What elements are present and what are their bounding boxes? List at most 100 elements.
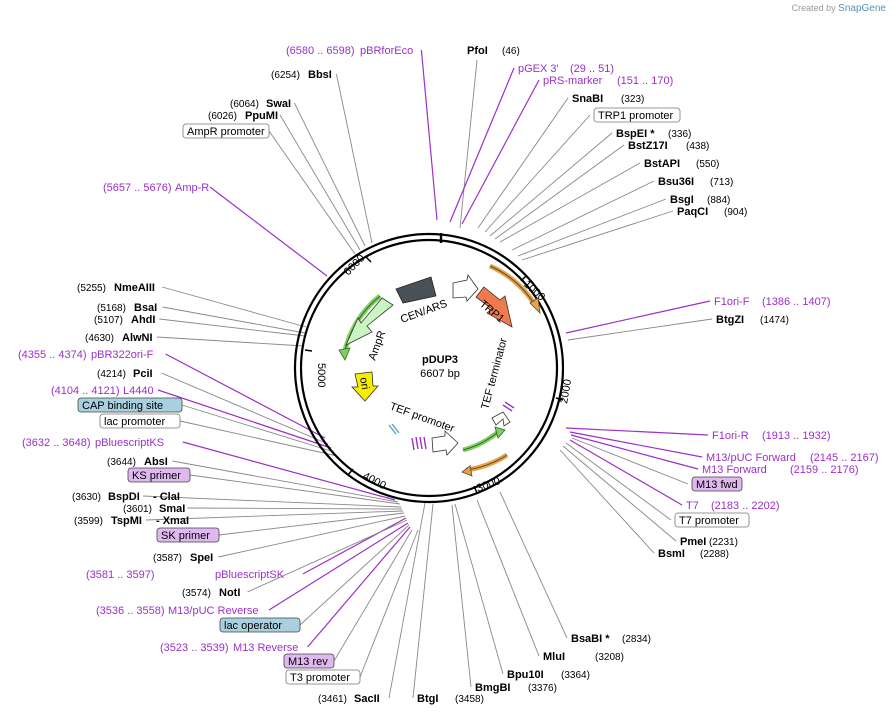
- leader-line: [218, 515, 406, 558]
- primer-position: (29 .. 51): [570, 63, 614, 75]
- leader-line: [302, 517, 407, 575]
- snapgene-credit: Created by SnapGene: [792, 3, 886, 14]
- leader-line: [307, 526, 411, 648]
- leader-line: [359, 529, 419, 678]
- leader-line: [477, 97, 569, 229]
- leader-line: [517, 198, 667, 257]
- leader-line: [499, 162, 641, 243]
- leader-line: [299, 524, 410, 626]
- feature-ori: [351, 371, 379, 402]
- leader-line: [521, 210, 674, 261]
- feature-arc-f1ori-outline: [462, 431, 499, 451]
- leader-line: [499, 491, 568, 639]
- site-name: PfoI: [467, 45, 488, 57]
- tick-label-6000: 6000: [342, 252, 368, 278]
- leader-line: [420, 49, 438, 221]
- leader-line: [156, 336, 305, 347]
- leader-line: [484, 114, 591, 233]
- leader-line: [559, 449, 655, 554]
- arrow-head-f1ori-arc: [494, 426, 506, 439]
- label-box: [99, 413, 181, 429]
- leader-line: [562, 445, 677, 542]
- feature-arc-trp1-outline: [489, 265, 536, 306]
- leader-line: [476, 499, 540, 657]
- site-position: (6254): [271, 70, 300, 81]
- leader-line: [189, 474, 401, 505]
- feature-box-label: CAP binding site: [82, 400, 163, 412]
- leader-line: [388, 502, 426, 699]
- arrow-head-trp1-arc: [529, 297, 541, 315]
- site-name: BtgZI: [716, 314, 744, 326]
- site-name: NmeAIII: [114, 282, 155, 294]
- primer-position: (3632 .. 3648): [22, 437, 91, 449]
- label-box: [219, 617, 301, 633]
- primer-position: (6580 .. 6598): [286, 45, 355, 57]
- primer-name: F1ori-F: [714, 296, 750, 308]
- site-position: (3630): [72, 492, 101, 503]
- site-name: BstZ17I: [628, 140, 668, 152]
- feature-box-label: M13 fwd: [696, 479, 738, 491]
- leader-line: [162, 286, 307, 328]
- plasmid-name: pDUP3: [422, 354, 458, 366]
- site-name: BstAPI: [644, 158, 680, 170]
- leader-line: [454, 503, 504, 675]
- leader-line: [333, 529, 413, 662]
- primer-name: M13/pUC Forward: [706, 452, 796, 464]
- leader-line: [209, 186, 328, 277]
- leader-line: [268, 130, 356, 255]
- site-position: (5107): [94, 315, 123, 326]
- primer-position: (2183 .. 2202): [711, 500, 780, 512]
- primer-position: (3581 .. 3597): [86, 569, 155, 581]
- leader-line: [268, 522, 409, 611]
- site-name: BtgI: [417, 693, 438, 705]
- leader-line: [451, 504, 472, 688]
- leader-line: [293, 102, 366, 247]
- backbone-inner: [299, 238, 559, 498]
- site-position: (1474): [760, 315, 789, 326]
- label-ampr: AmpR: [367, 329, 389, 362]
- primer-name: pBluescriptSK: [215, 569, 285, 581]
- site-position: (904): [724, 207, 747, 218]
- site-name: AhdI: [131, 314, 155, 326]
- leader-line: [571, 437, 689, 485]
- primer-position: (151 .. 170): [617, 75, 673, 87]
- primer-name: Amp-R: [175, 182, 209, 194]
- feature-ampr: [345, 297, 394, 346]
- site-name: TspMI: [111, 515, 142, 527]
- site-name: Bpu10I: [507, 669, 544, 681]
- feature-box-label: T3 promoter: [290, 672, 350, 684]
- label-tef-promoter: TEF promoter: [388, 401, 456, 436]
- leader-line: [279, 114, 361, 251]
- primer-name: M13 Forward: [702, 464, 767, 476]
- leader-line: [565, 427, 709, 436]
- label-box: [127, 467, 191, 483]
- label-box: [285, 669, 361, 685]
- site-name: Bsu36I: [658, 176, 694, 188]
- site-position: (3599): [74, 516, 103, 527]
- site-name: AbsI: [144, 456, 168, 468]
- feature-arc-f1ori: [462, 430, 500, 453]
- site-position: (5255): [77, 283, 106, 294]
- label-box: [691, 476, 743, 492]
- backbone-outer: [293, 232, 565, 504]
- leader-line: [182, 441, 396, 501]
- leader-line: [187, 507, 403, 510]
- leader-line: [161, 372, 329, 445]
- leader-line: [145, 510, 404, 521]
- site-position: (3364): [561, 670, 590, 681]
- feature-tef-promoter-arrow: [431, 430, 459, 456]
- site-name: SwaI: [266, 98, 291, 110]
- feature-small-arrow-top: [452, 274, 479, 302]
- primer-position: (3536 .. 3558): [96, 605, 165, 617]
- site-name: PaqCI: [677, 206, 708, 218]
- site-position: (3601): [123, 504, 152, 515]
- feature-box-label: lac promoter: [104, 416, 165, 428]
- site-name: BspEI *: [616, 128, 655, 140]
- feature-box-label: KS primer: [132, 470, 181, 482]
- label-tef-terminator: TEF terminator: [479, 336, 510, 410]
- label-box: [77, 397, 183, 413]
- site-position: (438): [686, 141, 709, 152]
- primer-position: (4104 .. 4121): [51, 385, 120, 397]
- site-labels: PfoI(46)pBRforEco(6580 .. 6598)pGEX 3'(2…: [18, 45, 879, 705]
- site-position: (2834): [622, 634, 651, 645]
